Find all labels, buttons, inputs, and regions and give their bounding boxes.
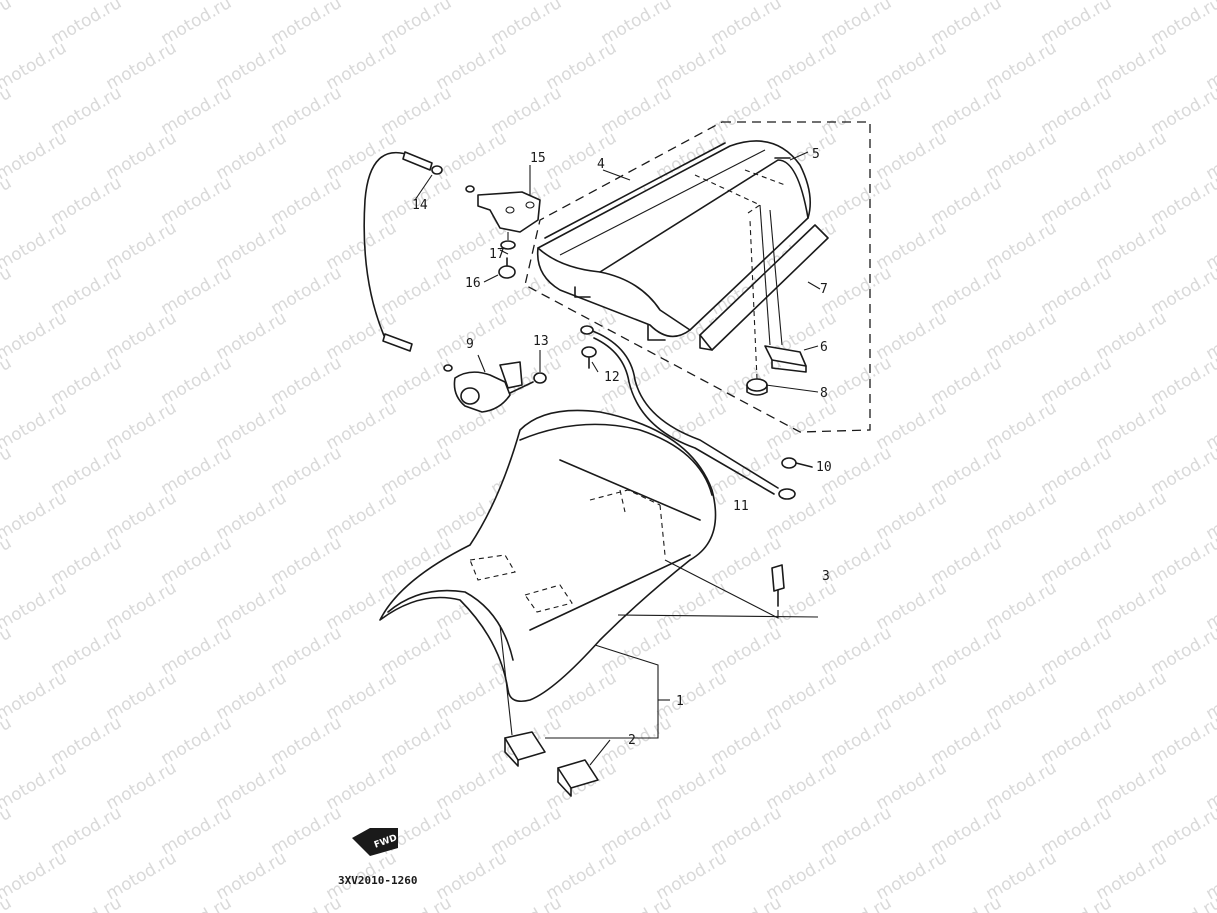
watermark-text: motod.ru bbox=[0, 173, 15, 229]
watermark-text: motod.ru bbox=[0, 353, 15, 409]
leader-lines bbox=[545, 151, 821, 766]
watermark-text: motod.ru bbox=[0, 488, 70, 544]
part-3-bolt bbox=[664, 559, 785, 619]
watermark-text: motod.ru bbox=[0, 263, 15, 319]
callout-2: 2 bbox=[628, 733, 636, 748]
watermark-text: motod.ru bbox=[0, 443, 15, 499]
part-7-damper-strip bbox=[699, 224, 829, 351]
watermark-text: motod.ru bbox=[0, 308, 70, 364]
callout-7: 7 bbox=[820, 282, 828, 297]
part-2-damper-rear bbox=[557, 759, 599, 797]
watermark-text: motod.ru bbox=[158, 893, 236, 913]
watermark-text: motod.ru bbox=[0, 578, 70, 634]
callout-12: 12 bbox=[604, 370, 620, 385]
watermark-text: motod.ru bbox=[0, 533, 15, 589]
watermark-text: motod.ru bbox=[0, 0, 15, 49]
callout-5: 5 bbox=[812, 147, 820, 162]
callout-8: 8 bbox=[820, 386, 828, 401]
watermark-text: motod.ru bbox=[0, 803, 15, 859]
part-1-seat bbox=[379, 409, 717, 703]
part-12-screw bbox=[580, 325, 597, 369]
watermark-text: motod.ru bbox=[598, 893, 676, 913]
diagram-code: 3XV2010-1260 bbox=[338, 874, 417, 887]
callout-14: 14 bbox=[412, 198, 428, 213]
watermark-text: motod.ru bbox=[488, 893, 566, 913]
part-14-cable bbox=[363, 151, 475, 372]
part-17-washer bbox=[500, 232, 516, 250]
part-16-nut bbox=[498, 257, 516, 279]
callout-6: 6 bbox=[820, 340, 828, 355]
callout-3: 3 bbox=[822, 569, 830, 584]
callout-9: 9 bbox=[466, 337, 474, 352]
callout-11: 11 bbox=[733, 499, 749, 514]
watermark-text: motod.ru bbox=[268, 893, 346, 913]
part-6-damper-block bbox=[759, 204, 807, 373]
watermark-text: motod.ru bbox=[378, 893, 456, 913]
watermark-text: motod.ru bbox=[818, 893, 896, 913]
watermark-text: motod.ru bbox=[0, 848, 70, 904]
watermark-text: motod.ru bbox=[0, 218, 70, 274]
callout-10: 10 bbox=[816, 460, 832, 475]
callout-4: 4 bbox=[597, 157, 605, 172]
part-9-seat-lock bbox=[453, 361, 547, 413]
watermark-text: motod.ru bbox=[0, 128, 70, 184]
part-15-bracket bbox=[477, 165, 541, 233]
watermark-text: motod.ru bbox=[1038, 893, 1116, 913]
callout-16: 16 bbox=[465, 276, 481, 291]
watermark-text: motod.ru bbox=[0, 83, 15, 139]
watermark-text: motod.ru bbox=[928, 893, 1006, 913]
rear-cover-assembly-outline bbox=[524, 121, 871, 433]
part-4-rear-cowl bbox=[536, 140, 811, 341]
watermark-text: motod.ru bbox=[48, 893, 126, 913]
callout-13: 13 bbox=[533, 334, 549, 349]
fwd-arrow-icon: FWD bbox=[352, 828, 399, 856]
callout-15: 15 bbox=[530, 151, 546, 166]
watermark-text: motod.ru bbox=[0, 398, 70, 454]
part-2-damper-front bbox=[499, 624, 546, 767]
part-11-seat-lock-cable bbox=[589, 329, 796, 500]
watermark-text: motod.ru bbox=[0, 713, 15, 769]
watermark-text: motod.ru bbox=[0, 623, 15, 679]
callout-1: 1 bbox=[676, 694, 684, 709]
watermark-text: motod.ru bbox=[0, 668, 70, 724]
part-8-nut bbox=[746, 219, 768, 396]
watermark-text: motod.ru bbox=[0, 758, 70, 814]
watermark-text: motod.ru bbox=[0, 38, 70, 94]
part-10-bolt bbox=[781, 457, 813, 469]
watermark-text: motod.ru bbox=[708, 893, 786, 913]
callout-17: 17 bbox=[489, 247, 505, 262]
